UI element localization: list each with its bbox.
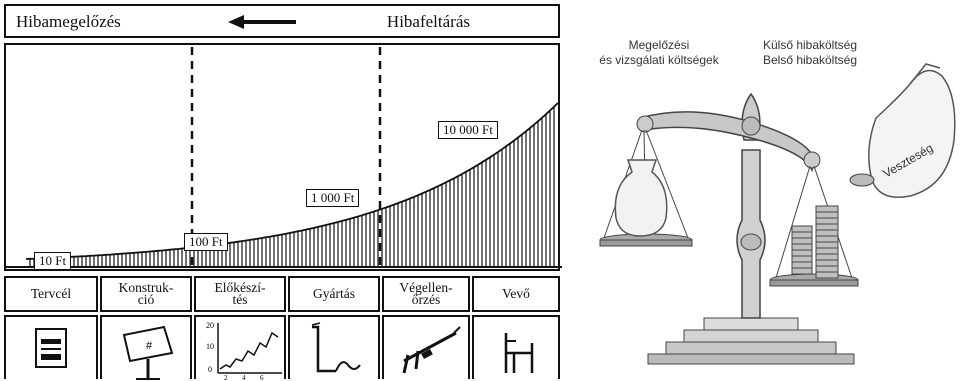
document-icon bbox=[4, 315, 98, 379]
phase-label: Konstruk- ció bbox=[119, 282, 174, 306]
chart-tick: 4 bbox=[242, 374, 246, 381]
scale-drawing: Veszteség bbox=[580, 0, 962, 379]
phase-row: Tervcél Konstruk- ció Előkészí- tés Gyár… bbox=[4, 276, 560, 312]
phase-label: Tervcél bbox=[31, 288, 71, 300]
prevention-label: Hibamegelőzés bbox=[16, 12, 121, 32]
direction-header: Hibamegelőzés Hibafeltárás bbox=[4, 4, 560, 38]
cost-label-1000: 1 000 Ft bbox=[306, 189, 359, 207]
machining-icon bbox=[288, 315, 380, 379]
cost-label-10000: 10 000 Ft bbox=[438, 121, 498, 139]
phase-label: Végellen- őrzés bbox=[399, 282, 452, 306]
phase-construction: Konstruk- ció bbox=[100, 276, 192, 312]
chart-tick: 20 bbox=[206, 321, 214, 330]
cost-label-10: 10 Ft bbox=[34, 252, 71, 270]
chair-icon bbox=[472, 315, 560, 379]
cost-curve-graphic bbox=[6, 45, 562, 273]
phase-customer: Vevő bbox=[472, 276, 560, 312]
phase-design-goal: Tervcél bbox=[4, 276, 98, 312]
phase-icon-row: # 20 10 0 2 4 6 bbox=[4, 315, 560, 379]
chart-tick: 0 bbox=[208, 365, 212, 374]
detection-label: Hibafeltárás bbox=[387, 12, 470, 32]
drafting-board-icon: # bbox=[100, 315, 192, 379]
phase-final-inspection: Végellen- őrzés bbox=[382, 276, 470, 312]
chart-tick: 10 bbox=[206, 342, 214, 351]
phase-label: Előkészí- tés bbox=[215, 282, 266, 306]
cost-curve-panel: 10 Ft 100 Ft 1 000 Ft 10 000 Ft bbox=[4, 43, 560, 271]
cost-label-100: 100 Ft bbox=[184, 233, 228, 251]
phase-preparation: Előkészí- tés bbox=[194, 276, 286, 312]
phase-production: Gyártás bbox=[288, 276, 380, 312]
phase-label: Vevő bbox=[502, 288, 530, 300]
phase-label: Gyártás bbox=[313, 288, 355, 300]
chart-tick: 6 bbox=[260, 374, 264, 381]
chart-tick: 2 bbox=[224, 374, 228, 381]
balance-scale-illustration: Megelőzési és vizsgálati költségek Külső… bbox=[580, 0, 962, 379]
line-chart-icon: 20 10 0 2 4 6 bbox=[194, 315, 286, 379]
left-arrow-icon bbox=[228, 14, 298, 30]
caliper-icon bbox=[382, 315, 470, 379]
svg-text:#: # bbox=[146, 340, 153, 352]
